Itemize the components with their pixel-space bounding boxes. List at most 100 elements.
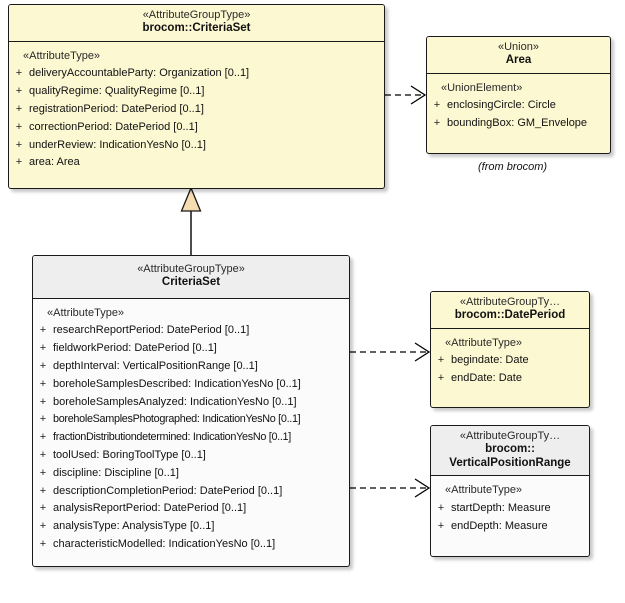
attribute-text: qualityRegime: QualityRegime [0..1] <box>29 85 205 98</box>
attribute-row: + toolUsed: BoringToolType [0..1] <box>33 447 349 465</box>
attribute-row: + startDepth: Measure <box>431 500 589 518</box>
class-body-brocom-verticalpositionrange: «AttributeType» + startDepth: Measure + … <box>431 476 589 540</box>
class-name: brocom::CriteriaSet <box>142 21 251 34</box>
attribute-text: analysisReportPeriod: DatePeriod [0..1] <box>53 502 247 515</box>
attribute-row: + underReview: IndicationYesNo [0..1] <box>9 137 384 155</box>
attribute-row: + registrationPeriod: DatePeriod [0..1] <box>9 101 384 119</box>
attribute-visibility: + <box>39 413 47 426</box>
class-name-line-2: VerticalPositionRange <box>449 456 571 469</box>
attribute-text: depthInterval: VerticalPositionRange [0.… <box>53 359 258 372</box>
attribute-visibility: + <box>39 431 47 444</box>
attribute-visibility: + <box>15 85 23 98</box>
attribute-row: + depthInterval: VerticalPositionRange [… <box>33 358 349 376</box>
attribute-row: + area: Area <box>9 154 384 172</box>
class-name: CriteriaSet <box>161 275 221 288</box>
attribute-visibility: + <box>437 354 445 367</box>
class-area[interactable]: «Union» Area «UnionElement» + enclosingC… <box>426 36 611 154</box>
class-header-area: «Union» Area <box>427 37 610 74</box>
attribute-row: + endDate: Date <box>431 370 589 388</box>
attribute-visibility: + <box>39 324 47 337</box>
attribute-visibility: + <box>39 377 47 390</box>
attribute-visibility: + <box>39 449 47 462</box>
attribute-visibility: + <box>39 502 47 515</box>
attribute-compartment-stereotype: «AttributeType» <box>445 484 523 497</box>
attribute-row: + correctionPeriod: DatePeriod [0..1] <box>9 119 384 137</box>
attribute-visibility: + <box>39 538 47 551</box>
attribute-text: boreholeSamplesDescribed: IndicationYesN… <box>53 377 301 390</box>
class-header-brocom-verticalpositionrange: «AttributeGroupTy… brocom:: VerticalPosi… <box>431 426 589 477</box>
attribute-text: researchReportPeriod: DatePeriod [0..1] <box>53 324 250 337</box>
dependency-brocom-criteriaset-to-area[interactable] <box>385 85 427 105</box>
attribute-text: analysisType: AnalysisType [0..1] <box>53 520 215 533</box>
attribute-text: boreholeSamplesPhotographed: IndicationY… <box>53 413 301 426</box>
attribute-compartment-stereotype: «AttributeType» <box>47 306 125 319</box>
attribute-visibility: + <box>433 99 441 112</box>
attribute-row: + fieldworkPeriod: DatePeriod [0..1] <box>33 340 349 358</box>
class-header-criteriaset: «AttributeGroupType» CriteriaSet <box>33 256 349 299</box>
class-name: Area <box>505 53 532 66</box>
dependency-criteriaset-to-dateperiod[interactable] <box>350 342 431 362</box>
attribute-visibility: + <box>39 342 47 355</box>
class-body-criteriaset: «AttributeType» + researchReportPeriod: … <box>33 299 349 559</box>
attribute-row: + qualityRegime: QualityRegime [0..1] <box>9 83 384 101</box>
attribute-text: correctionPeriod: DatePeriod [0..1] <box>29 120 198 133</box>
attribute-row: + analysisType: AnalysisType [0..1] <box>33 518 349 536</box>
class-header-brocom-dateperiod: «AttributeGroupTy… brocom::DatePeriod <box>431 292 589 329</box>
attribute-text: begindate: Date <box>451 354 529 367</box>
class-criteriaset[interactable]: «AttributeGroupType» CriteriaSet «Attrib… <box>32 255 350 567</box>
attribute-visibility: + <box>39 466 47 479</box>
class-stereotype: «AttributeGroupType» <box>142 9 251 21</box>
class-stereotype: «AttributeGroupType» <box>137 263 245 275</box>
attribute-row: + researchReportPeriod: DatePeriod [0..1… <box>33 322 349 340</box>
attribute-row: + boreholeSamplesDescribed: IndicationYe… <box>33 376 349 394</box>
class-name-line-1: brocom:: <box>485 442 535 455</box>
class-stereotype: «AttributeGroupTy… <box>459 430 561 442</box>
attribute-compartment-stereotype: «AttributeType» <box>445 336 523 349</box>
attribute-visibility: + <box>437 519 445 532</box>
attribute-visibility: + <box>15 138 23 151</box>
attribute-visibility: + <box>15 156 23 169</box>
class-header-brocom-criteriaset: «AttributeGroupType» brocom::CriteriaSet <box>9 5 384 42</box>
attribute-visibility: + <box>437 372 445 385</box>
class-body-area: «UnionElement» + enclosingCircle: Circle… <box>427 74 610 138</box>
attribute-row: + fractionDistributiondetermined: Indica… <box>33 429 349 447</box>
attribute-row: + boundingBox: GM_Envelope <box>427 115 610 133</box>
attribute-row: + begindate: Date <box>431 352 589 370</box>
class-stereotype: «AttributeGroupTy… <box>459 296 561 308</box>
class-brocom-criteriaset[interactable]: «AttributeGroupType» brocom::CriteriaSet… <box>8 4 385 189</box>
attribute-row: + descriptionCompletionPeriod: DatePerio… <box>33 483 349 501</box>
attribute-visibility: + <box>39 359 47 372</box>
attribute-visibility: + <box>15 102 23 115</box>
attribute-text: endDate: Date <box>451 372 522 385</box>
class-body-brocom-dateperiod: «AttributeType» + begindate: Date + endD… <box>431 329 589 393</box>
attribute-visibility: + <box>39 520 47 533</box>
attribute-text: startDepth: Measure <box>451 501 551 514</box>
attribute-text: deliveryAccountableParty: Organization [… <box>29 67 250 80</box>
attribute-row: + characteristicModelled: IndicationYesN… <box>33 536 349 554</box>
attribute-text: fractionDistributiondetermined: Indicati… <box>53 431 291 444</box>
attribute-text: toolUsed: BoringToolType [0..1] <box>53 449 206 462</box>
attribute-row: + boreholeSamplesPhotographed: Indicatio… <box>33 411 349 429</box>
generalization-criteriaset-to-brocom-criteriaset[interactable] <box>180 186 202 255</box>
attribute-row: + deliveryAccountableParty: Organization… <box>9 65 384 83</box>
attribute-text: characteristicModelled: IndicationYesNo … <box>53 538 276 551</box>
attribute-compartment-stereotype: «AttributeType» <box>23 49 101 62</box>
attribute-compartment-stereotype: «UnionElement» <box>441 81 523 94</box>
attribute-row: + boreholeSamplesAnalyzed: IndicationYes… <box>33 394 349 412</box>
dependency-criteriaset-to-verticalpositionrange[interactable] <box>350 478 431 498</box>
attribute-text: boundingBox: GM_Envelope <box>447 117 588 130</box>
class-brocom-dateperiod[interactable]: «AttributeGroupTy… brocom::DatePeriod «A… <box>430 291 590 408</box>
attribute-row: + analysisReportPeriod: DatePeriod [0..1… <box>33 500 349 518</box>
from-package-note-area: (from brocom) <box>478 161 548 173</box>
attribute-text: registrationPeriod: DatePeriod [0..1] <box>29 102 204 115</box>
class-stereotype: «Union» <box>498 41 539 53</box>
class-brocom-verticalpositionrange[interactable]: «AttributeGroupTy… brocom:: VerticalPosi… <box>430 425 590 557</box>
attribute-visibility: + <box>39 484 47 497</box>
attribute-visibility: + <box>15 67 23 80</box>
class-body-brocom-criteriaset: «AttributeType» + deliveryAccountablePar… <box>9 42 384 178</box>
attribute-text: boreholeSamplesAnalyzed: IndicationYesNo… <box>53 395 297 408</box>
attribute-visibility: + <box>39 395 47 408</box>
attribute-text: fieldworkPeriod: DatePeriod [0..1] <box>53 342 217 355</box>
attribute-text: descriptionCompletionPeriod: DatePeriod … <box>53 484 283 497</box>
